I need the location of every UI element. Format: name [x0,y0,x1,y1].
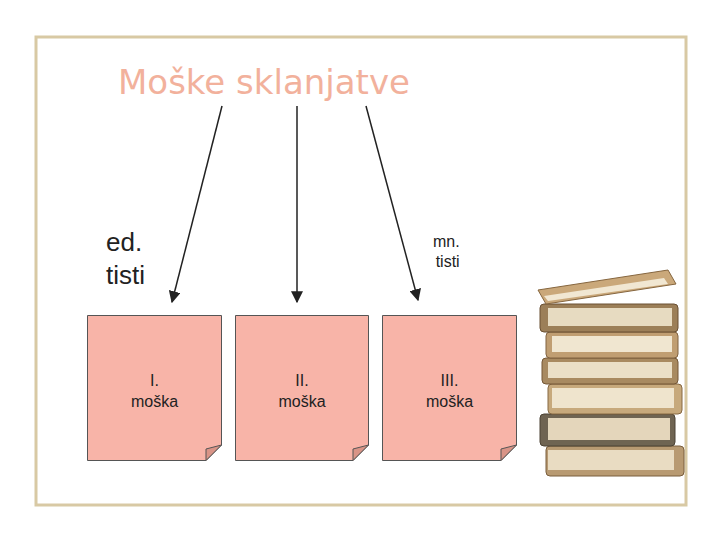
note-box: III. moška [382,315,517,461]
book-stack [538,270,684,476]
box-label: II. moška [278,371,325,413]
slide-title: Moške sklanjatve [118,62,410,102]
pointer-arrow [172,106,222,302]
pointer-arrow [296,106,298,302]
pointer-arrow [366,106,418,300]
slide-frame [36,37,686,505]
box-label: III. moška [426,371,473,413]
box-label: I. moška [131,371,178,413]
number-label: ed. tisti [106,226,145,291]
number-label: mn. tisti [433,232,460,272]
note-box: II. moška [235,315,369,461]
note-box: I. moška [87,315,222,461]
